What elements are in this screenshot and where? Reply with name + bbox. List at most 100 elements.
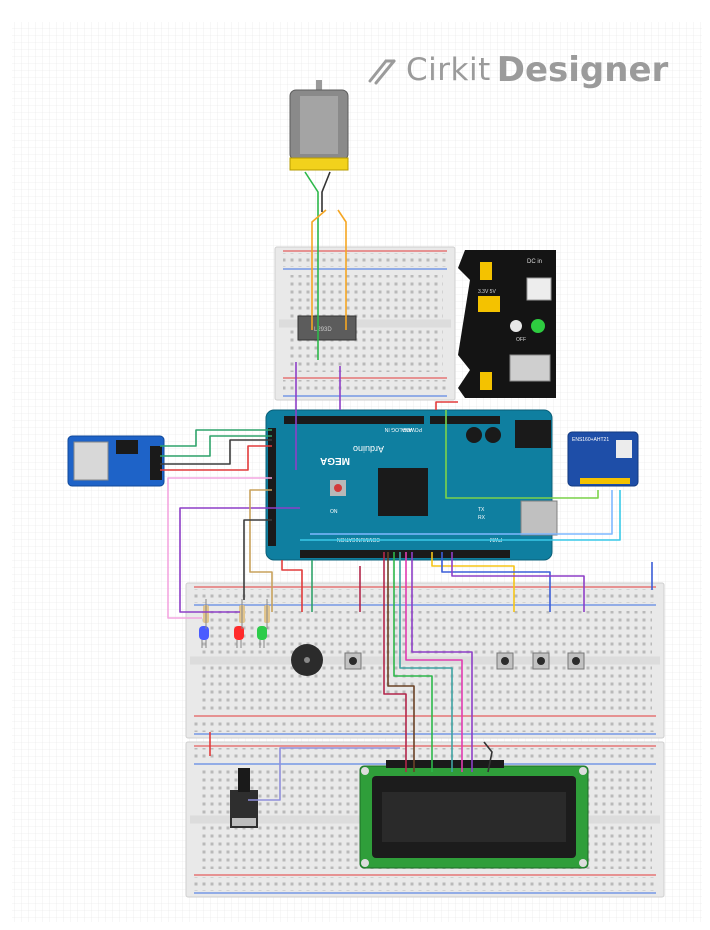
power-module-switch: [510, 320, 522, 332]
wire-pot-lavender: [248, 747, 400, 801]
lcd-16x2-display: [359, 760, 589, 869]
motor-shaft: [316, 80, 322, 92]
lcd-mount-hole: [361, 767, 369, 775]
lcd-mount-hole: [579, 767, 587, 775]
pushbutton-cap: [501, 657, 509, 665]
wire-lcd-magenta: [405, 552, 463, 772]
button-4: [567, 652, 585, 670]
motor-endcap: [289, 157, 349, 171]
wire-sd-4: [160, 445, 272, 471]
sensor-chip: [616, 440, 632, 458]
dc-motor: [289, 80, 349, 171]
mega-capacitor-2: [485, 427, 501, 443]
breadboard-middle-terminal-strip-lower: [198, 666, 652, 710]
mega-power-label: POWER: [403, 426, 422, 432]
mega-reset-cap: [334, 484, 342, 492]
breadboard-middle-top-rail: [194, 589, 656, 603]
wire-motor-orange-b: [337, 209, 347, 330]
power-module-usb-port: [526, 277, 552, 301]
wire-sd-2: [160, 435, 272, 457]
button-3: [532, 652, 550, 670]
mega-analog-label: ANALOG IN: [384, 426, 412, 432]
wire-sensor-lightblue: [310, 490, 613, 535]
button-2: [496, 652, 514, 670]
power-module-dc-label: DC in: [527, 259, 542, 265]
breadboard-power-supply: DC in 3.3V 5V OFF: [458, 250, 556, 398]
power-module-jumper-top: [480, 262, 492, 280]
power-module-jumper-block: [478, 296, 500, 312]
lcd-mount-hole: [361, 859, 369, 867]
mega-pwm-label: PWM: [490, 536, 502, 542]
piezo-buzzer: [291, 644, 323, 676]
brand-logo: Cirkit Designer: [366, 48, 668, 92]
lcd-header: [386, 760, 504, 768]
pot-knob: [238, 768, 250, 792]
breadboard-bottom-bottom-rail: [194, 877, 656, 891]
mega-model-label: MEGA: [320, 455, 350, 466]
led-2: [234, 626, 244, 648]
sensor-header: [580, 478, 630, 484]
lcd-mount-hole: [579, 859, 587, 867]
power-module-voltage-label: 3.3V 5V: [478, 289, 496, 295]
wire-sensor-green: [445, 410, 599, 499]
wire-lcd-brown: [387, 552, 415, 772]
mega-on-label: ON: [330, 509, 338, 515]
pencil-logo-icon: [368, 59, 396, 85]
wire-lcd-teal: [399, 552, 453, 772]
wire-lcd-purple: [411, 552, 473, 772]
led-body: [199, 626, 209, 640]
buzzer-hole: [304, 657, 310, 663]
lcd-screen: [382, 792, 566, 842]
led-body: [257, 626, 267, 640]
resistor-3: [264, 599, 270, 629]
power-module-jumper-bottom: [480, 372, 492, 390]
wire-black-gnd: [243, 519, 272, 600]
mega-mcu-chip: [378, 468, 428, 516]
wire-led-purple: [179, 507, 300, 613]
rotary-potentiometer: [230, 768, 258, 828]
resistor-1: [203, 599, 209, 629]
breadboard-top: [274, 246, 456, 401]
mega-header-side: [268, 428, 276, 546]
wire-lcd-black-short: [483, 741, 493, 773]
mega-comm-label: COMMUNICATION: [337, 536, 380, 542]
mega-logo-text: Arduino: [353, 444, 384, 454]
ens160-aht21-sensor: ENS160+AHT21: [567, 431, 639, 487]
mega-header-bottom: [300, 550, 510, 558]
wire-led-tan: [249, 489, 273, 612]
brand-name-secondary: Designer: [496, 50, 669, 90]
wire-sd-3: [160, 439, 272, 465]
sd-module-header: [150, 446, 162, 480]
wire-motor-orange-a: [311, 209, 327, 330]
sensor-label: ENS160+AHT21: [572, 437, 609, 443]
sd-module-regulator: [116, 440, 138, 454]
breadboard-top-bottom-rail: [283, 380, 447, 394]
mega-usb-port: [520, 500, 558, 536]
wire-psu-red: [435, 401, 458, 410]
wire-motor-green: [304, 171, 319, 360]
breadboard-bottom-top-rail: [194, 748, 656, 762]
pot-base: [232, 818, 256, 826]
motor-driver-ic: L293D: [297, 315, 357, 341]
breadboard-top-center-channel: [279, 319, 451, 328]
breadboard-top-terminal-strip-upper: [287, 275, 443, 318]
wire-motor-black: [321, 171, 331, 212]
mega-header-top-right: [430, 416, 500, 424]
mega-capacitor-1: [466, 427, 482, 443]
breadboard-middle-terminal-strip-upper: [198, 611, 652, 655]
sd-card-slot: [73, 441, 109, 481]
mega-header-top-left: [284, 416, 424, 424]
motor-can-highlight: [300, 96, 338, 154]
wire-button-purple: [451, 552, 585, 612]
power-module-usb-a: [509, 354, 551, 382]
wire-sd-1: [160, 429, 272, 447]
breadboard-top-top-rail: [283, 253, 447, 267]
micro-sd-card-module: [67, 435, 165, 487]
power-module-off-label: OFF: [516, 337, 526, 343]
wire-red-vcc: [281, 560, 303, 612]
pushbutton-cap: [349, 657, 357, 665]
pushbutton-cap: [572, 657, 580, 665]
